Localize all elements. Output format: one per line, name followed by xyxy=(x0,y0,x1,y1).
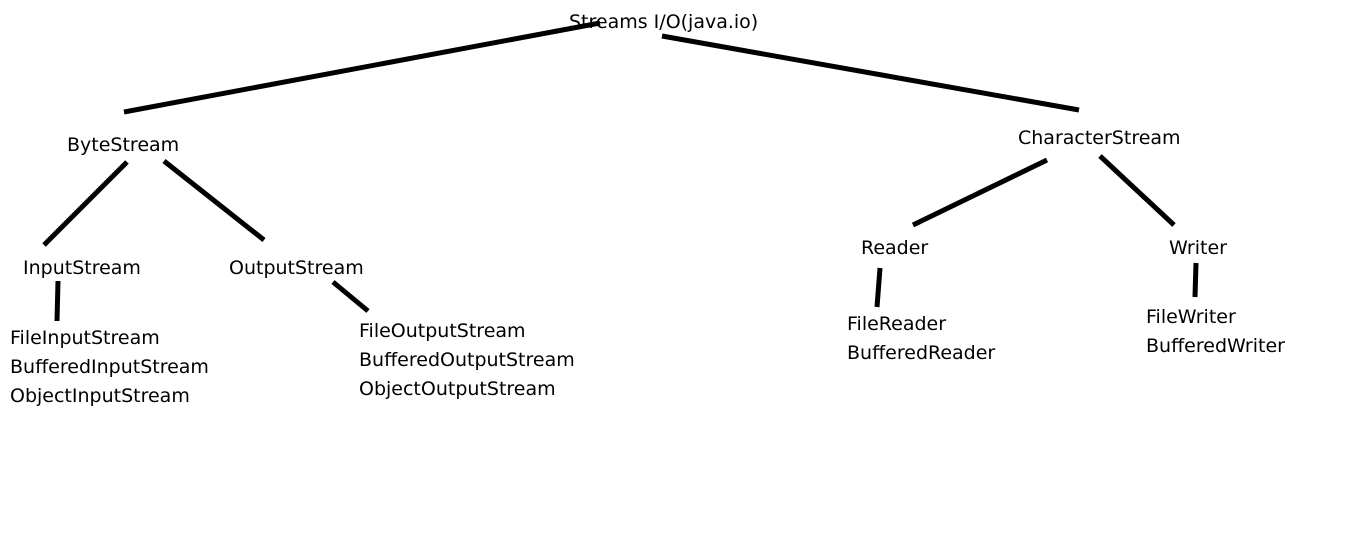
class-bufferedoutputstream: BufferedOutputStream xyxy=(359,349,575,371)
outputstream-node: OutputStream xyxy=(229,254,364,283)
writer-label: Writer xyxy=(1169,237,1227,259)
class-fileoutputstream: FileOutputStream xyxy=(359,320,526,342)
edge-characterstream-reader xyxy=(911,157,1049,228)
inputstream-node: InputStream xyxy=(23,254,141,283)
inputstream-label: InputStream xyxy=(23,257,141,279)
edge-bytestream-outputstream xyxy=(162,159,266,242)
class-bufferedreader: BufferedReader xyxy=(847,342,996,364)
edge-outputstream-classes xyxy=(331,280,370,313)
edge-bytestream-inputstream xyxy=(42,160,129,247)
inputstream-classes: FileInputStream BufferedInputStream Obje… xyxy=(10,324,209,411)
class-fileinputstream: FileInputStream xyxy=(10,327,160,349)
writer-node: Writer xyxy=(1169,234,1227,263)
characterstream-label: CharacterStream xyxy=(1018,127,1181,149)
reader-node: Reader xyxy=(861,234,928,263)
edge-inputstream-classes xyxy=(54,280,61,322)
edge-writer-classes xyxy=(1192,262,1199,298)
root-node: Streams I/O(java.io) xyxy=(569,8,758,37)
class-filereader: FileReader xyxy=(847,313,947,335)
class-bufferedinputstream: BufferedInputStream xyxy=(10,356,209,378)
class-objectinputstream: ObjectInputStream xyxy=(10,385,190,407)
bytestream-label: ByteStream xyxy=(67,134,180,156)
outputstream-classes: FileOutputStream BufferedOutputStream Ob… xyxy=(359,317,575,404)
class-objectoutputstream: ObjectOutputStream xyxy=(359,378,556,400)
class-filewriter: FileWriter xyxy=(1146,306,1236,328)
reader-classes: FileReader BufferedReader xyxy=(847,310,995,368)
bytestream-node: ByteStream xyxy=(67,131,179,160)
edge-root-bytestream xyxy=(123,20,601,115)
class-bufferedwriter: BufferedWriter xyxy=(1146,335,1285,357)
reader-label: Reader xyxy=(861,237,929,259)
edge-characterstream-writer xyxy=(1098,154,1176,227)
outputstream-label: OutputStream xyxy=(229,257,364,279)
writer-classes: FileWriter BufferedWriter xyxy=(1146,303,1285,361)
edge-reader-classes xyxy=(874,267,883,308)
characterstream-node: CharacterStream xyxy=(1018,124,1181,153)
root-label: Streams I/O(java.io) xyxy=(569,11,759,33)
edge-root-characterstream xyxy=(661,33,1080,113)
